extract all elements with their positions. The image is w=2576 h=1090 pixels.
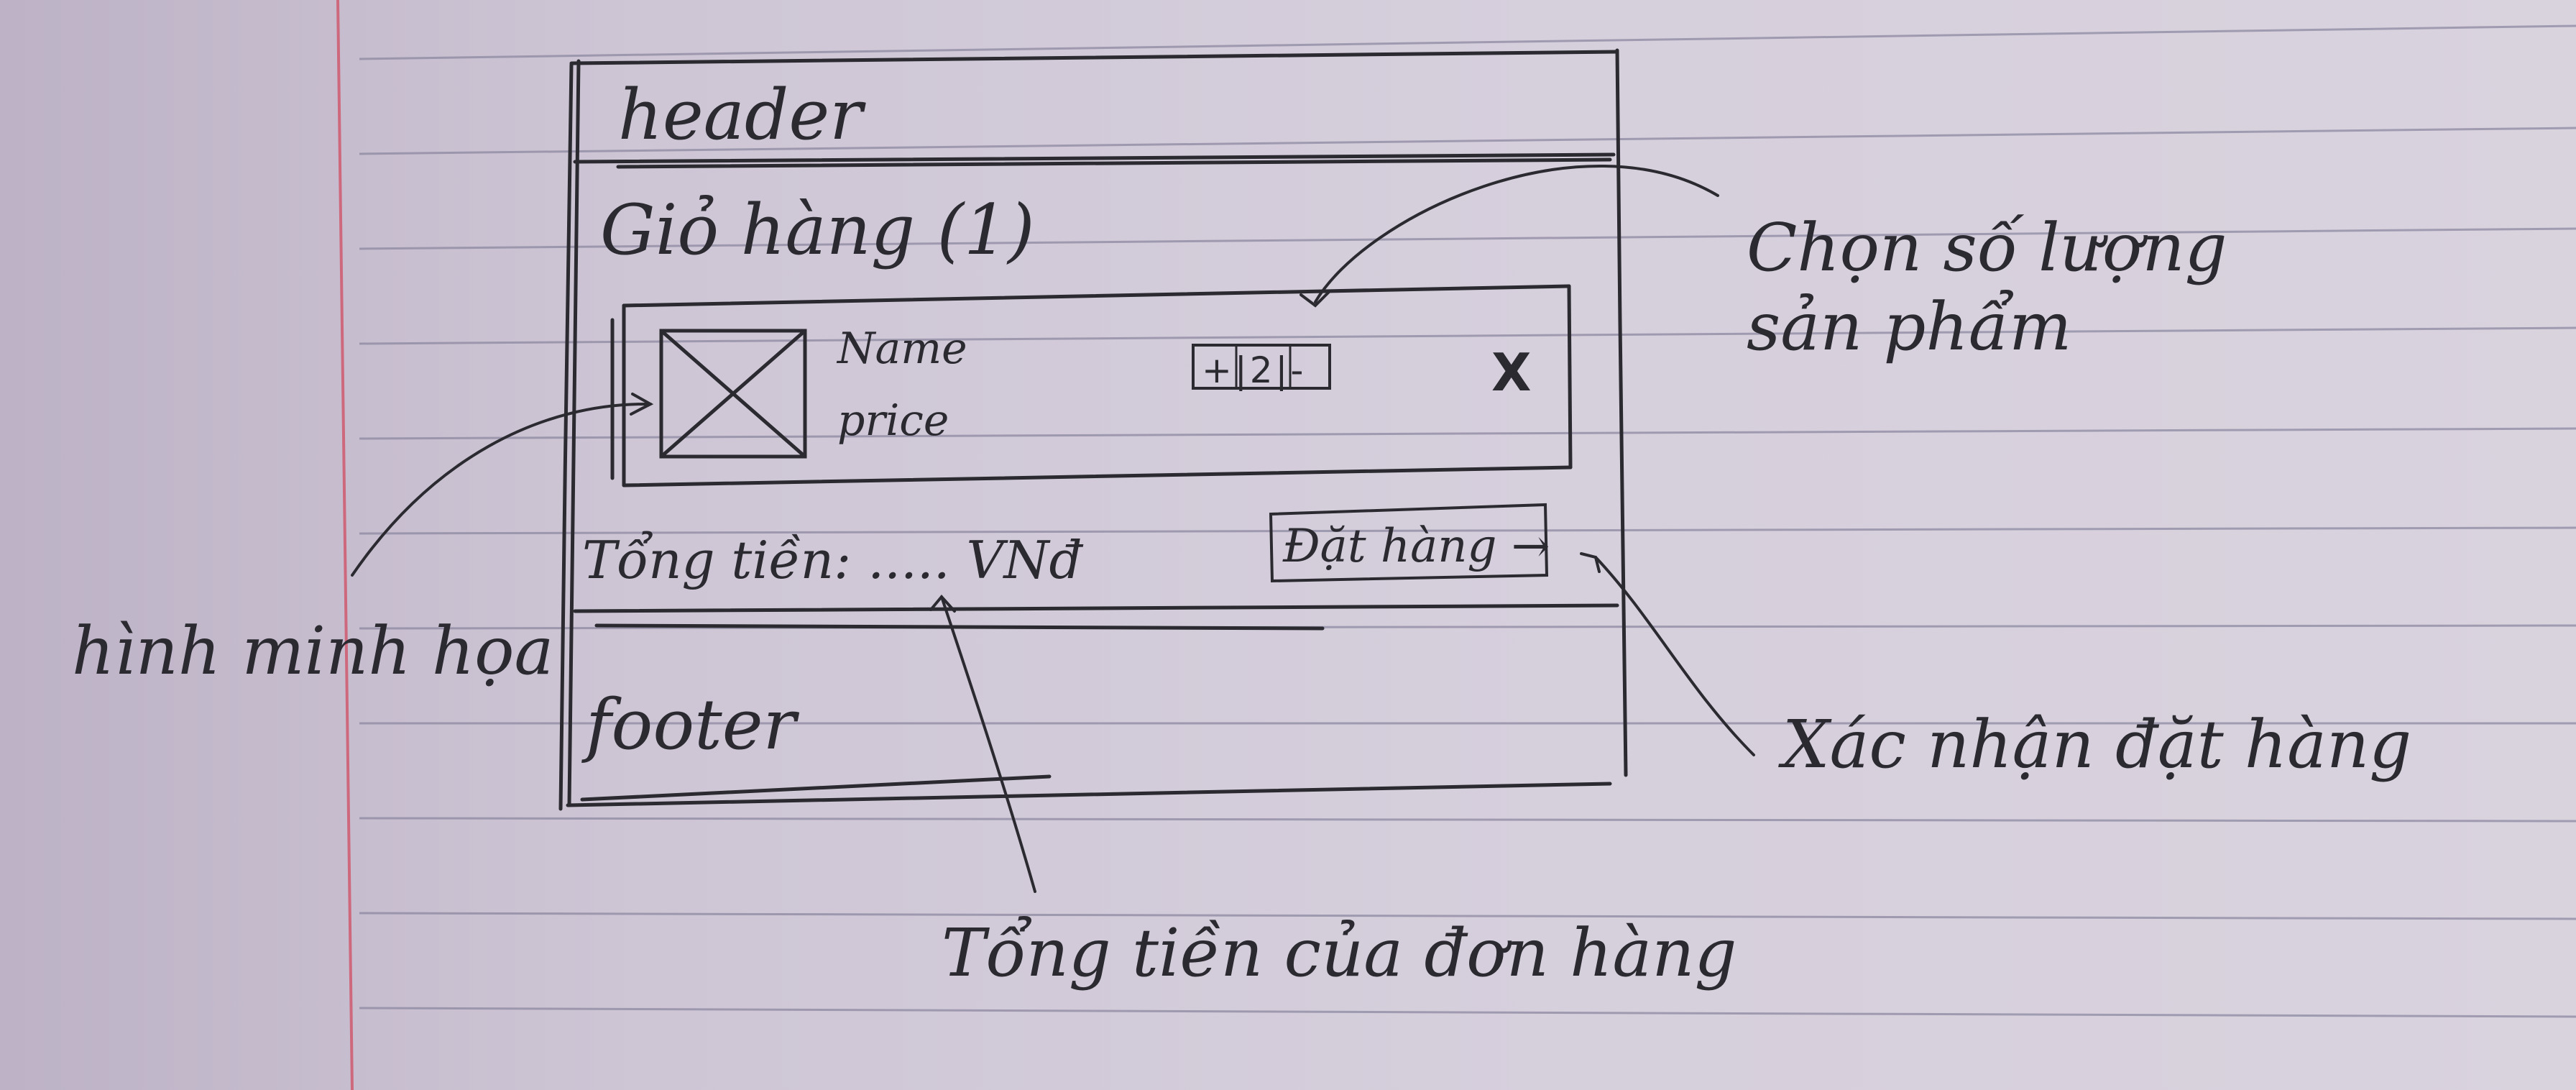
- ruled-lines: [359, 24, 2576, 1018]
- order-button-box: [1269, 503, 1549, 583]
- wireframe-footer-label: footer: [586, 684, 796, 765]
- wireframe-item-name: Name: [837, 324, 967, 374]
- annotation-quantity-note: Chọn số lượng sản phẩm: [1747, 209, 2227, 366]
- phone-frame: [558, 48, 1628, 811]
- wireframe-header-label: header: [618, 75, 863, 155]
- wireframe-quantity-stepper: +|2|-: [1202, 349, 1307, 391]
- wireframe-order-button-label: Đặt hàng →: [1283, 520, 1550, 573]
- wireframe-item-price: price: [837, 395, 949, 446]
- annotation-image-note: hình minh họa: [72, 613, 554, 690]
- annotation-total-note: Tổng tiền của đơn hàng: [942, 915, 1737, 991]
- quantity-stepper-box: [1192, 344, 1331, 390]
- annotation-arrows: [351, 164, 1755, 893]
- wireframe-total-label: Tổng tiền: ..... VNđ: [582, 530, 1082, 590]
- image-placeholder-icon: [659, 329, 807, 459]
- wireframe-cart-title: Giỏ hàng (1): [600, 190, 1035, 270]
- remove-item-icon: X: [1491, 342, 1532, 403]
- margin-line: [336, 0, 354, 1090]
- annotation-confirm-note: Xác nhận đặt hàng: [1782, 706, 2412, 783]
- cart-item-box: [610, 284, 1573, 487]
